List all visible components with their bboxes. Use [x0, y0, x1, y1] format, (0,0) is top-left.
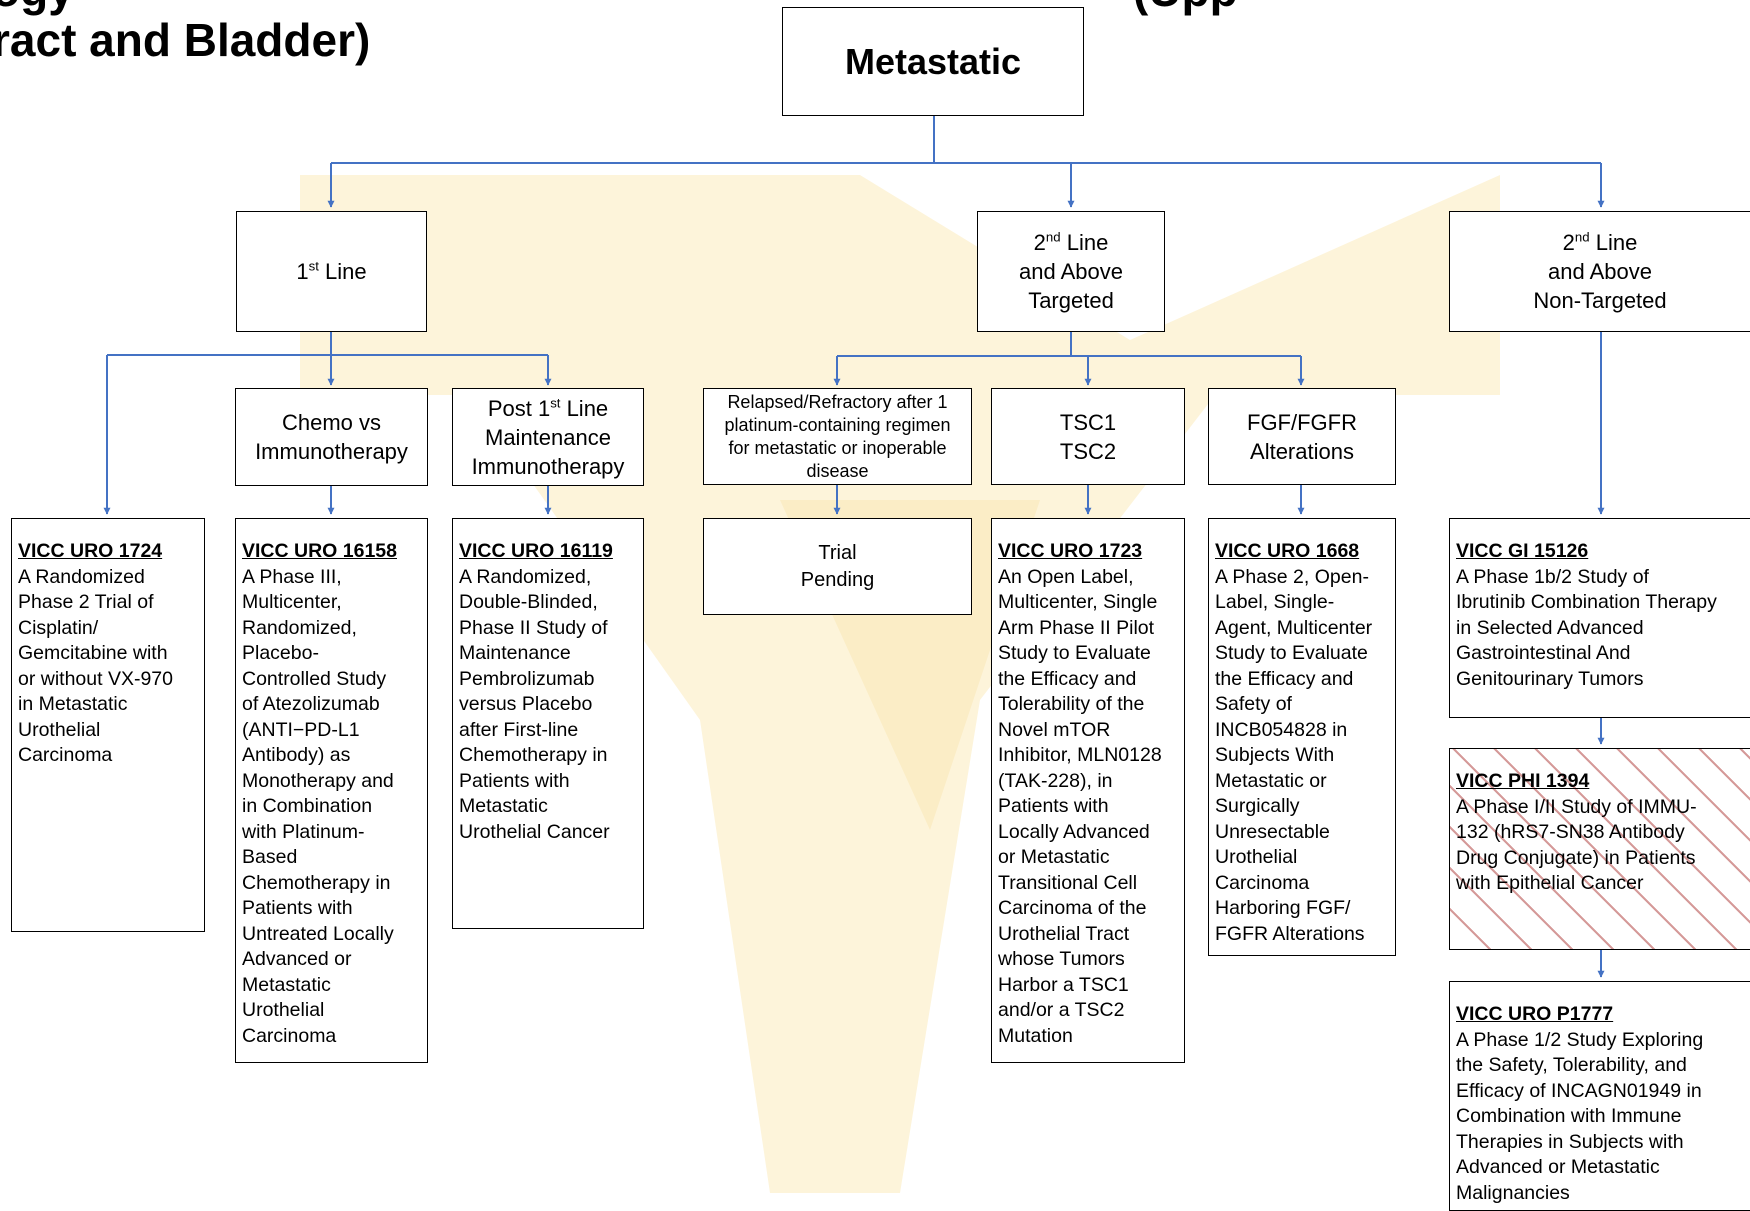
pending-line2: Pending — [800, 568, 875, 591]
node-chemo-vs-immunotherapy: Chemo vs Immunotherapy — [235, 388, 428, 486]
trial-code[interactable]: VICC PHI 1394 — [1456, 770, 1590, 792]
maintenance-line1: Post 1st Line — [487, 395, 609, 421]
node-relapsed-refractory: Relapsed/Refractory after 1 platinum-con… — [703, 388, 972, 485]
trial-description: A Randomized Phase 2 Trial of Cisplatin/… — [18, 565, 174, 767]
page-title-fragment-3: (Upp — [1133, 0, 1238, 16]
trial-pending: Trial Pending — [703, 518, 972, 615]
second-targeted-line2: and Above — [1019, 259, 1123, 284]
trial-vicc-uro-1723: VICC URO 1723 An Open Label, Multicenter… — [991, 518, 1185, 1063]
second-nontargeted-line3: Non-Targeted — [1533, 288, 1667, 313]
trial-code[interactable]: VICC URO 1723 — [998, 540, 1143, 562]
relapsed-line2: platinum-containing regimen — [724, 414, 951, 435]
relapsed-line4: disease — [806, 460, 869, 481]
chemo-vs-immuno-line2: Immunotherapy — [255, 439, 408, 464]
relapsed-line3: for metastatic or inoperable — [728, 437, 947, 458]
trial-vicc-uro-16119: VICC URO 16119 A Randomized, Double-Blin… — [452, 518, 644, 929]
node-tsc: TSC1 TSC2 — [991, 388, 1185, 485]
trial-vicc-phi-1394-closed: VICC PHI 1394 A Phase I/II Study of IMMU… — [1449, 748, 1750, 950]
node-first-line: 1st Line — [236, 211, 427, 332]
trial-vicc-gi-15126: VICC GI 15126 A Phase 1b/2 Study of Ibru… — [1449, 518, 1750, 718]
fgfr-line1: FGF/FGFR — [1247, 409, 1357, 435]
chemo-vs-immuno-line1: Chemo vs — [281, 410, 382, 435]
root-node-metastatic: Metastatic — [782, 7, 1084, 116]
second-targeted-line1: 2nd Line — [1033, 229, 1109, 255]
trial-code[interactable]: VICC URO 16119 — [459, 540, 613, 562]
trial-code[interactable]: VICC URO 1724 — [18, 540, 163, 562]
node-second-line-nontargeted: 2nd Line and Above Non-Targeted — [1449, 211, 1750, 332]
relapsed-line1: Relapsed/Refractory after 1 — [727, 391, 948, 412]
tsc-line2: TSC2 — [1059, 438, 1117, 464]
trial-description: A Phase I/II Study of IMMU- 132 (hRS7-SN… — [1456, 795, 1697, 895]
trial-description: A Phase 1/2 Study Exploring the Safety, … — [1456, 1028, 1704, 1204]
second-nontargeted-line1: 2nd Line — [1562, 229, 1638, 255]
trial-vicc-uro-16158: VICC URO 16158 A Phase III, Multicenter,… — [235, 518, 428, 1063]
trial-vicc-uro-1668: VICC URO 1668 A Phase 2, Open- Label, Si… — [1208, 518, 1396, 956]
trial-code[interactable]: VICC URO 1668 — [1215, 540, 1360, 562]
trial-vicc-uro-p1777: VICC URO P1777 A Phase 1/2 Study Explori… — [1449, 981, 1750, 1211]
pending-line1: Trial — [818, 541, 857, 564]
trial-description: An Open Label, Multicenter, Single Arm P… — [998, 565, 1162, 1047]
trial-description: A Phase 2, Open- Label, Single- Agent, M… — [1215, 565, 1373, 945]
maintenance-line3: Immunotherapy — [471, 453, 625, 479]
fgfr-line2: Alterations — [1250, 438, 1354, 464]
node-maintenance-immunotherapy: Post 1st Line Maintenance Immunotherapy — [452, 388, 644, 486]
maintenance-line2: Maintenance — [485, 424, 611, 450]
trial-description: A Phase III, Multicenter, Randomized, Pl… — [242, 565, 394, 1047]
trial-code[interactable]: VICC URO P1777 — [1456, 1003, 1614, 1025]
node-second-line-targeted: 2nd Line and Above Targeted — [977, 211, 1165, 332]
second-nontargeted-line2: and Above — [1548, 259, 1652, 284]
trial-description: A Randomized, Double-Blinded, Phase II S… — [459, 565, 610, 843]
trial-code[interactable]: VICC URO 16158 — [242, 540, 397, 562]
trial-code[interactable]: VICC GI 15126 — [1456, 540, 1589, 562]
first-line-label: 1st Line — [296, 258, 367, 284]
second-targeted-line3: Targeted — [1028, 288, 1114, 313]
node-fgf-fgfr: FGF/FGFR Alterations — [1208, 388, 1396, 485]
trial-description: A Phase 1b/2 Study of Ibrutinib Combinat… — [1456, 565, 1717, 690]
tsc-line1: TSC1 — [1059, 409, 1117, 435]
root-label: Metastatic — [844, 40, 1022, 82]
page-title-fragment-2: ract and Bladder) — [0, 14, 371, 66]
trial-vicc-uro-1724: VICC URO 1724 A Randomized Phase 2 Trial… — [11, 518, 205, 932]
page-title-fragment-1: ogy — [0, 0, 74, 16]
